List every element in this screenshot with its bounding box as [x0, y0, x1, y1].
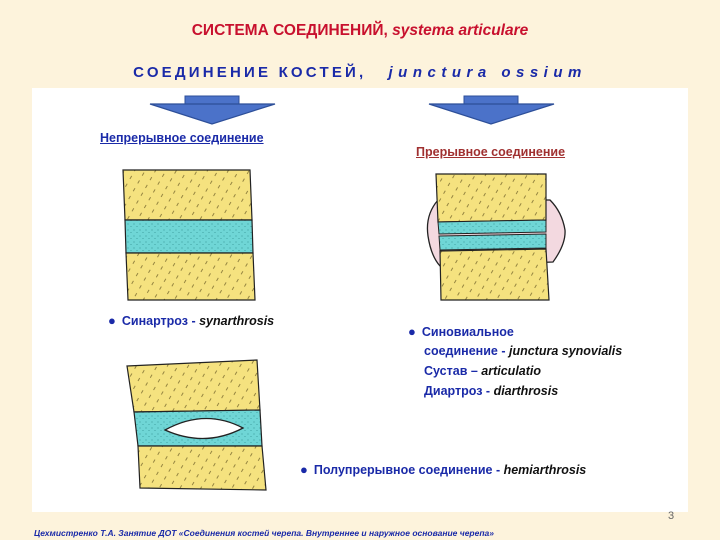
- subtitle-ru: СОЕДИНЕНИЕ КОСТЕЙ,: [133, 64, 389, 81]
- label-joint: Сустав – articulatio: [424, 364, 541, 378]
- arrow-left: [149, 95, 276, 125]
- title-latin: systema articulare: [392, 22, 529, 39]
- title-ru: СИСТЕМА СОЕДИНЕНИЙ,: [191, 22, 393, 39]
- bullet-icon: ●: [108, 313, 116, 328]
- page-title: СИСТЕМА СОЕДИНЕНИЙ, systema articulare: [0, 22, 720, 40]
- synovial-ru-2: соединение -: [424, 344, 509, 358]
- label-synovial: ● Синовиальное: [408, 324, 514, 339]
- label-synovial-line2: соединение - junctura synovialis: [424, 344, 622, 358]
- joint-ru: Сустав –: [424, 364, 482, 378]
- hemiarthrosis-latin: hemiarthrosis: [503, 463, 587, 477]
- page-subtitle: СОЕДИНЕНИЕ КОСТЕЙ, junctura ossium: [0, 64, 720, 81]
- synarthrosis-latin: synarthrosis: [199, 314, 275, 328]
- synarthrosis-ru: Синартроз -: [121, 314, 200, 328]
- joint-latin: articulatio: [481, 364, 542, 378]
- bullet-icon: ●: [408, 324, 416, 339]
- label-synarthrosis: ● Синартроз - synarthrosis: [108, 313, 274, 328]
- hemiarthrosis-illustration: [126, 359, 267, 491]
- diarthrosis-ru: Диартроз -: [424, 384, 494, 398]
- hemiarthrosis-ru: Полупрерывное соединение -: [313, 463, 504, 477]
- diarthrosis-latin: diarthrosis: [493, 384, 559, 398]
- synovial-latin: junctura synovialis: [508, 344, 623, 358]
- arrow-right: [428, 95, 555, 125]
- label-diarthrosis: Диартроз - diarthrosis: [424, 384, 558, 398]
- label-hemiarthrosis: ● Полупрерывное соединение - hemiarthrosi…: [300, 462, 586, 477]
- subtitle-latin: junctura ossium: [388, 64, 587, 81]
- bullet-icon: ●: [300, 462, 308, 477]
- header-continuous: Непрерывное соединение: [100, 131, 264, 145]
- footer-credit: Цехмистренко Т.А. Занятие ДОТ «Соединени…: [34, 528, 494, 538]
- synovial-joint-illustration: [426, 173, 566, 301]
- synovial-ru-1: Синовиальное: [421, 325, 514, 339]
- header-discontinuous: Прерывное соединение: [416, 145, 566, 159]
- synarthrosis-illustration: [122, 169, 256, 301]
- page-number: 3: [668, 510, 675, 522]
